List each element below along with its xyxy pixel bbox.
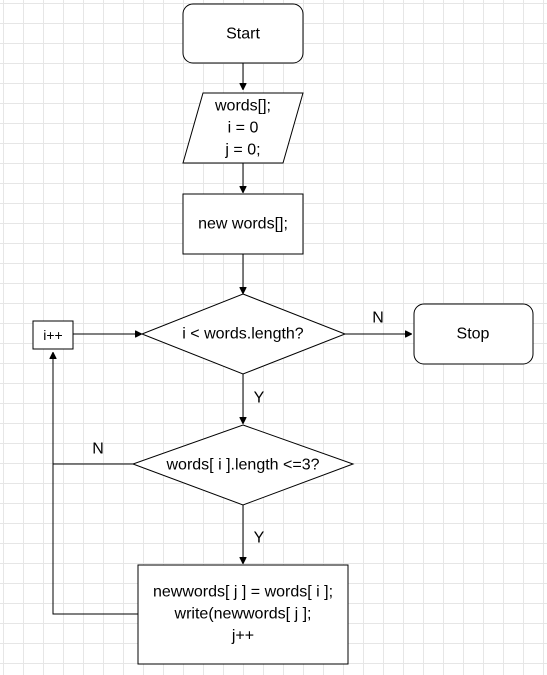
increment-node: i++	[32, 320, 74, 350]
edge-label-loop-yes: Y	[254, 390, 265, 407]
input-line-3: j = 0;	[224, 142, 260, 159]
write-line-1: newwords[ j ] = words[ i ];	[153, 584, 333, 601]
increment-shape	[32, 320, 74, 350]
loop-condition-node: i < words.length?	[140, 293, 347, 375]
loop-condition-shape	[140, 293, 347, 375]
write-line-2: write(newwords[ j ];	[174, 606, 312, 623]
length-check-label: words[ i ].length <=3?	[166, 457, 320, 474]
edges	[52, 63, 412, 615]
start-node: Start	[182, 3, 304, 64]
edge-label-length-no: N	[92, 441, 104, 458]
increment-label: i++	[43, 327, 62, 343]
edge-label-length-yes: Y	[254, 530, 265, 547]
input-line-2: i = 0	[228, 120, 259, 137]
input-shape	[182, 92, 304, 164]
init-label: new words[];	[198, 216, 288, 233]
stop-shape	[413, 303, 534, 365]
loop-condition-label: i < words.length?	[182, 326, 304, 343]
write-node: newwords[ j ] = words[ i ]; write(newwor…	[137, 564, 349, 665]
edge-label-loop-no: N	[372, 310, 384, 327]
stop-label: Stop	[457, 326, 490, 343]
write-shape	[137, 564, 349, 665]
init-shape	[182, 193, 304, 255]
input-line-1: words[];	[214, 98, 271, 115]
write-line-3: j++	[231, 628, 254, 645]
init-node: new words[];	[182, 193, 304, 255]
input-node: words[]; i = 0 j = 0;	[182, 92, 304, 164]
length-check-shape	[131, 424, 355, 506]
start-label: Start	[226, 26, 260, 43]
edge-write-to-increment	[52, 464, 138, 615]
length-check-node: words[ i ].length <=3?	[131, 424, 355, 506]
start-shape	[182, 3, 304, 64]
stop-node: Stop	[413, 303, 534, 365]
